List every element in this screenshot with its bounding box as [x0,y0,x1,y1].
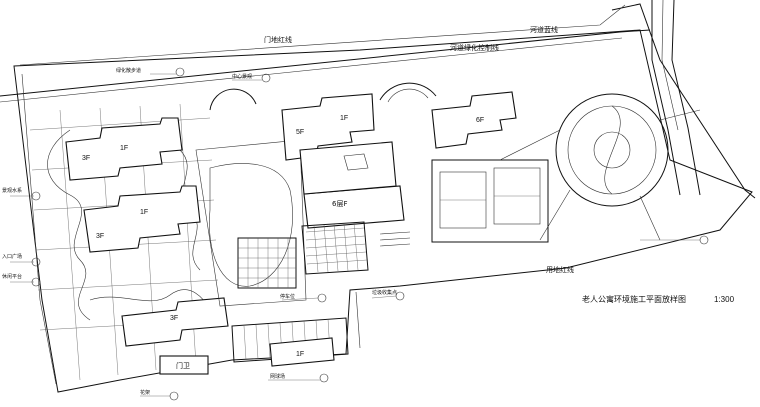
entry-plaza [301,221,411,275]
site-boundary [13,29,753,393]
svg-text:入口广场: 入口广场 [2,253,22,260]
callout-5: 休闲平台 [2,273,41,287]
circular-garden [499,93,701,241]
building-B-extra: 3F [96,233,104,240]
building-I-floors: 1F [296,351,304,358]
building-E-extra: 1F [340,115,348,122]
svg-text:绿化散步道: 绿化散步道 [116,67,141,74]
callout-2: 中心景观 [232,73,271,83]
label-red-line: 门地红线 [264,35,292,44]
gate-label: 门卫 [176,361,190,370]
svg-text:景观水系: 景观水系 [2,187,22,194]
building-F: 6F [431,91,517,149]
callout-8: 停车位 [280,293,327,303]
building-I: 1F [269,337,335,367]
drawing-title: 老人公寓环境施工平面放样图 [582,294,686,304]
semi-circle-plaza [209,82,437,111]
callout-markers: 绿化散步道 中心景观 景观水系 入口广场 休闲平台 花架 [2,67,709,401]
building-A-floors: 3F [82,155,90,162]
drawing-scale: 1:300 [714,295,735,304]
label-site-line: 用地红线 [546,265,574,274]
label-blue-line: 河道蓝线 [530,25,558,34]
title-block: 老人公寓环境施工平面放样图 1:300 [582,294,735,304]
callout-10 [640,235,709,245]
building-F-floors: 6F [476,117,484,124]
center-loop [195,139,307,307]
tennis-courts [431,159,549,243]
paved-plaza [237,237,297,289]
parking-lot [231,317,349,363]
callout-6: 花架 [140,389,179,401]
gate-house: 门卫 [159,355,209,375]
svg-text:垃圾收集点: 垃圾收集点 [372,289,397,296]
svg-text:中心景观: 中心景观 [232,73,252,80]
building-H: 3F [121,297,229,347]
building-E-floors: 5F [296,129,304,136]
main-hall-label: 6层F [332,200,347,208]
building-H-floors: 3F [170,315,178,322]
gate-rect [159,355,209,375]
callout-4: 入口广场 [2,253,41,267]
court-area [431,159,549,243]
svg-text:网球场: 网球场 [270,373,285,380]
building-B-floors: 1F [140,209,148,216]
building-B: 1F 3F [83,185,201,253]
main-hall: 6层F [299,141,405,229]
svg-text:休闲平台: 休闲平台 [2,273,22,280]
building-A-extra: 1F [120,145,128,152]
label-green-line: 河道绿化控制线 [450,43,499,52]
svg-text:花架: 花架 [140,389,150,396]
building-A: 3F 1F [65,117,183,181]
svg-text:停车位: 停车位 [280,293,295,300]
callout-9: 垃圾收集点 [371,289,405,301]
callout-7: 网球场 [268,373,329,383]
callout-3: 景观水系 [2,187,41,201]
callout-1: 绿化散步道 [116,67,185,77]
